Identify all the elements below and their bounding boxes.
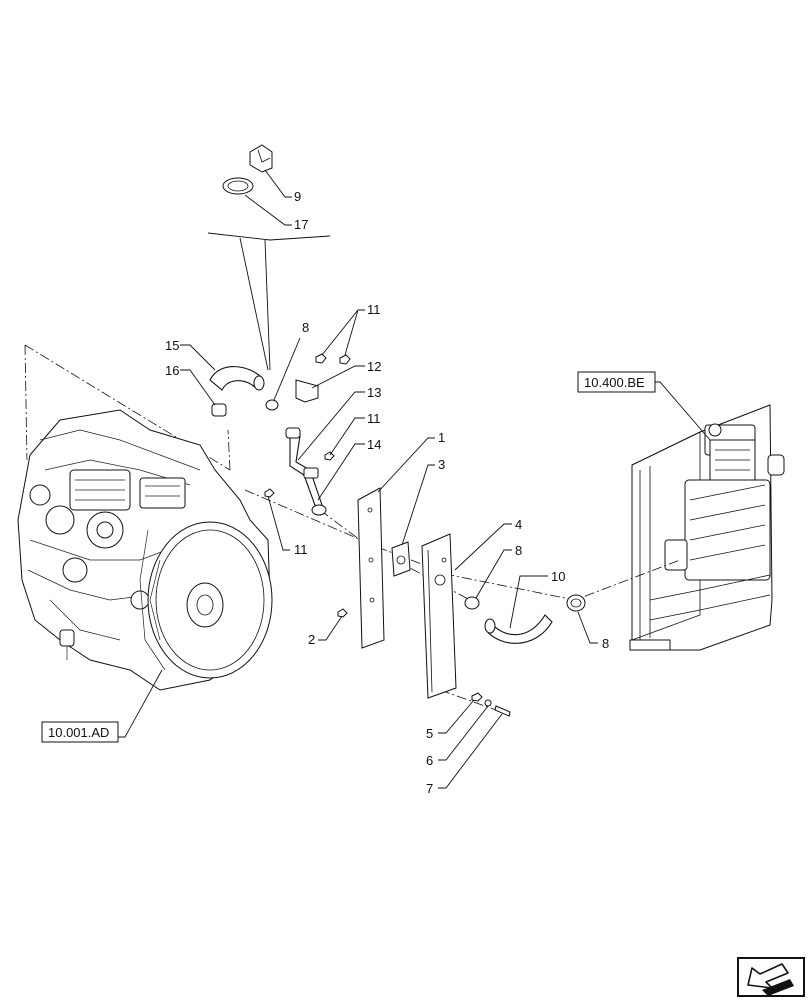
callout-6: 6 xyxy=(426,753,433,768)
callout-1: 1 xyxy=(438,430,445,445)
part-15-hose xyxy=(209,366,265,391)
part-5-6-7-fasteners xyxy=(471,692,511,717)
part-17-clamp xyxy=(222,177,254,195)
callout-9: 9 xyxy=(294,189,301,204)
callout-17: 17 xyxy=(294,217,308,232)
callout-8-upper: 8 xyxy=(302,320,309,335)
callout-7: 7 xyxy=(426,781,433,796)
callout-4: 4 xyxy=(515,517,522,532)
part-8-clamp-upper xyxy=(265,399,279,411)
part-4-plate xyxy=(421,533,457,699)
callout-11-top: 11 xyxy=(367,302,381,317)
engine-assembly xyxy=(17,344,273,738)
callout-16: 16 xyxy=(165,363,179,378)
svg-text:10.001.AD: 10.001.AD xyxy=(48,725,109,740)
part-11-bolts xyxy=(264,353,351,498)
part-2-bolt xyxy=(337,608,348,618)
callouts: 9 17 8 15 16 11 12 13 11 14 11 1 xyxy=(165,169,609,796)
callout-11-mid: 11 xyxy=(367,411,381,426)
callout-15: 15 xyxy=(165,338,179,353)
flywheel xyxy=(139,521,273,679)
callout-10: 10 xyxy=(551,569,565,584)
callout-12: 12 xyxy=(367,359,381,374)
part-8-clamp-middle xyxy=(464,596,480,610)
part-8-clamp-right xyxy=(566,594,586,612)
ref-box-radiator[interactable]: 10.400.BE xyxy=(577,371,656,393)
callout-11-bottom: 11 xyxy=(294,542,308,557)
callout-8-middle: 8 xyxy=(515,543,522,558)
callout-13: 13 xyxy=(367,385,381,400)
svg-text:10.400.BE: 10.400.BE xyxy=(584,375,645,390)
part-12-bracket xyxy=(295,379,319,403)
part-16-clamp xyxy=(211,403,227,417)
ref-box-engine[interactable]: 10.001.AD xyxy=(41,721,119,743)
part-9-clip xyxy=(249,144,273,173)
callout-5: 5 xyxy=(426,726,433,741)
part-10-hose xyxy=(484,614,553,644)
part-3-gasket xyxy=(391,541,411,577)
callout-2: 2 xyxy=(308,632,315,647)
next-page-arrow-icon[interactable] xyxy=(737,957,805,997)
part-1-plate xyxy=(357,487,385,649)
callout-8-right: 8 xyxy=(602,636,609,651)
radiator-assembly xyxy=(629,381,785,651)
callout-3: 3 xyxy=(438,457,445,472)
callout-14: 14 xyxy=(367,437,381,452)
part-13-pipe xyxy=(285,427,327,516)
